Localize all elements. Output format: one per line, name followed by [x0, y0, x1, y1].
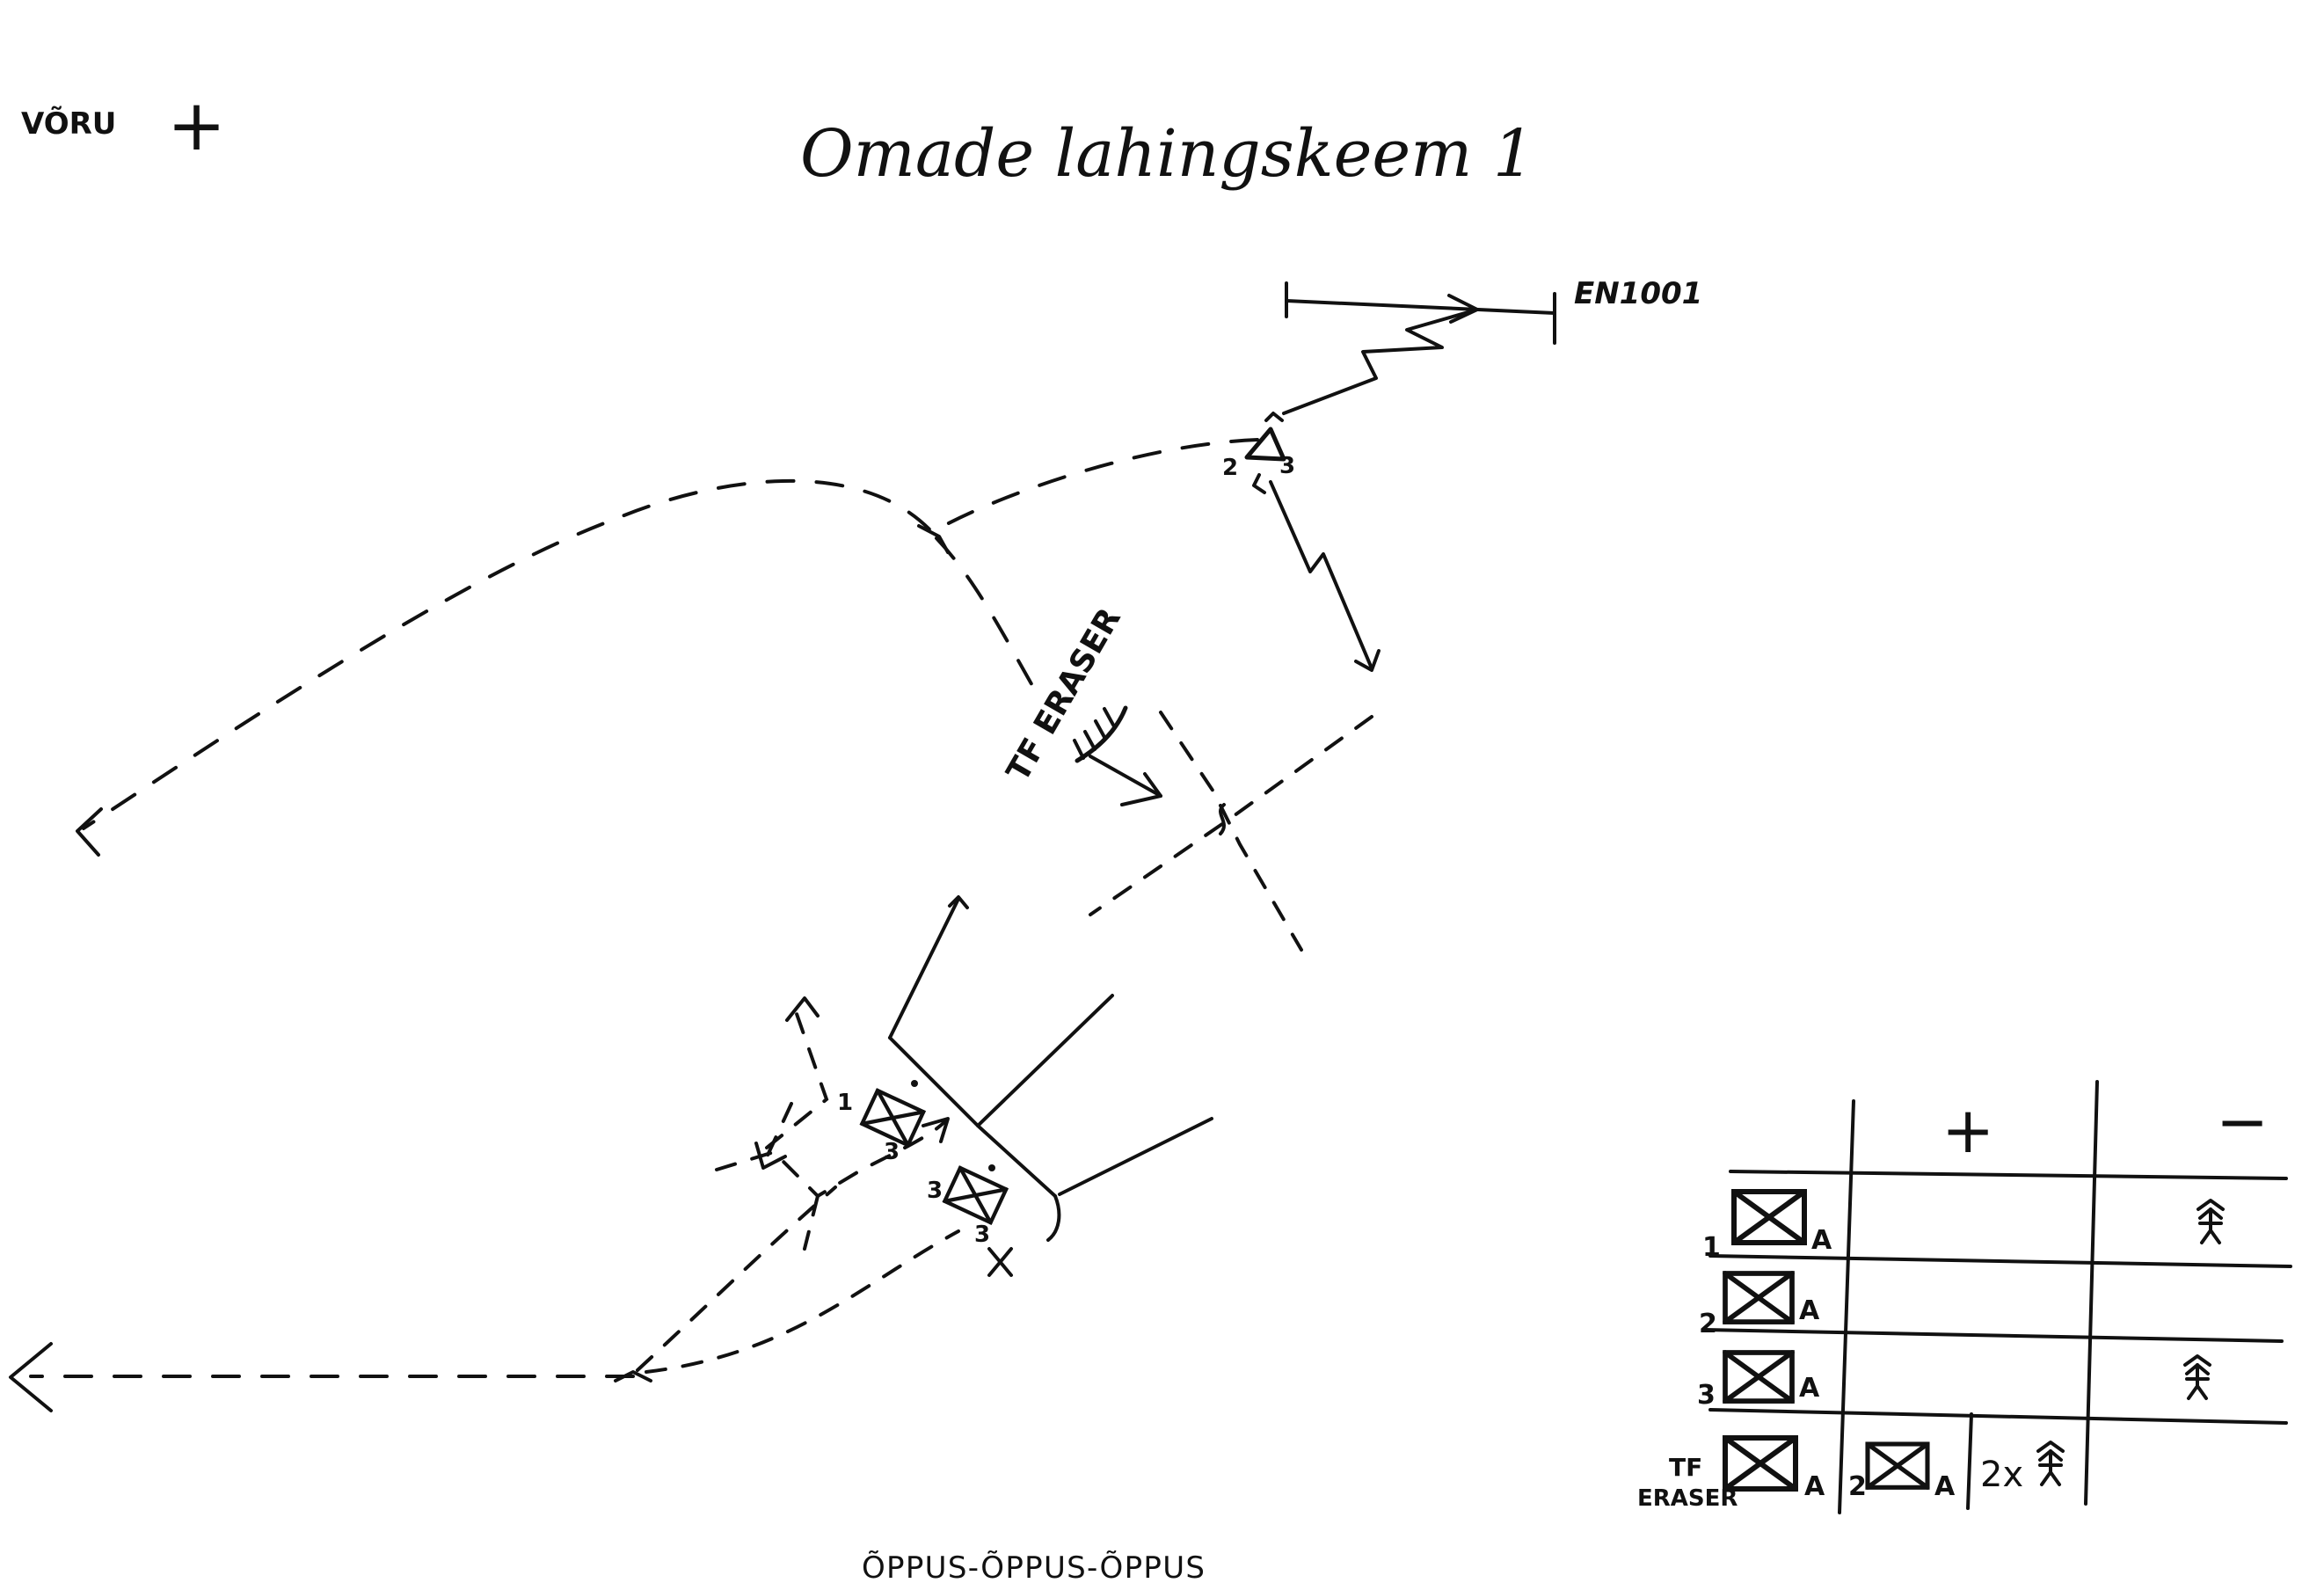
table-row-3-number: 3: [1697, 1380, 1716, 1411]
op-number-left: 2: [1222, 455, 1238, 481]
objective-label: EN1001: [1574, 276, 1702, 311]
dashed-route-lower-a: [636, 1185, 837, 1372]
route-arrowhead-northwest: [76, 807, 103, 857]
dashed-route-northwest: [82, 438, 1259, 830]
arrowhead-north: [785, 996, 820, 1022]
table-row-2-unit-symbol: [1725, 1273, 1792, 1322]
route-arrowhead-west: [9, 1342, 53, 1412]
table-tf-minus-infantry-icon: [2036, 1441, 2065, 1486]
table-tf-plus-suffix: A: [1934, 1471, 1956, 1502]
table-tf-suffix: A: [1804, 1471, 1825, 1502]
location-mark: +: [167, 84, 226, 166]
table-tf-label-line1: TF: [1669, 1453, 1702, 1482]
table-header-minus: −: [2216, 1084, 2269, 1158]
table-row-3-minus-infantry-icon: [2183, 1354, 2211, 1400]
unit-marker-1-dot: [911, 1080, 918, 1087]
tf-eraser-symbol: [1073, 705, 1162, 806]
unit-marker-2-right: 3: [974, 1222, 990, 1248]
dashed-arrow-east: [715, 1120, 947, 1199]
table-tf-plus-unit-symbol: [1868, 1444, 1927, 1487]
table-header-plus: +: [1942, 1093, 1994, 1167]
table-row-2-suffix: A: [1799, 1295, 1820, 1326]
table-row-2-number: 2: [1699, 1309, 1717, 1339]
unit-marker-1-left: 1: [837, 1090, 853, 1116]
table-row-1-unit-symbol: [1734, 1192, 1804, 1243]
unit-marker-1-right: 3: [884, 1139, 900, 1165]
dashed-arrow-south: [763, 1102, 793, 1163]
table-row-3-unit-symbol: [1725, 1353, 1792, 1401]
dashed-link-down: [803, 1194, 820, 1251]
unit-marker-2-dot: [988, 1164, 995, 1171]
zigzag-comms-line: [1282, 308, 1479, 415]
table-row-1-number: 1: [1702, 1232, 1721, 1263]
table-tf-unit-symbol: [1725, 1438, 1796, 1489]
dashed-line-crossing-b: [1089, 715, 1373, 916]
page-title: Omade lahingskeem 1: [800, 116, 1534, 192]
dashed-arrow-north: [765, 1010, 829, 1149]
crossing-s-mark: [1219, 803, 1226, 835]
footer-text: ÕPPUS-ÕPPUS-ÕPPUS: [862, 1550, 1205, 1583]
table-tf-plus-number: 2: [1848, 1471, 1867, 1502]
table-tf-label-line2: ERASER: [1637, 1485, 1738, 1512]
status-table: [1702, 1080, 2292, 1514]
unit-marker-2: [944, 1168, 1006, 1222]
dashed-line-crossing-a: [1159, 711, 1303, 952]
location-label: VÕRU: [21, 106, 116, 142]
objective-line: [1285, 281, 1556, 345]
unit-marker-2-x: [987, 1247, 1013, 1277]
table-row-1-suffix: A: [1811, 1225, 1832, 1256]
tf-eraser-label: TF ERASER: [1000, 602, 1128, 788]
dashed-route-branch: [935, 536, 1039, 697]
arrowhead-east: [922, 1117, 950, 1143]
route-junction-mark: [614, 1370, 652, 1382]
unit-marker-2-left: 3: [927, 1178, 943, 1204]
observation-post-icon: [1244, 412, 1286, 494]
table-tf-minus-count: 2x: [1980, 1455, 2023, 1495]
op-number-right: 3: [1279, 453, 1295, 479]
table-row-1-minus-infantry-icon: [2197, 1199, 2225, 1244]
arrowhead-south: [754, 1142, 787, 1170]
table-row-3-suffix: A: [1799, 1373, 1820, 1404]
zigzag-descent-line: [1269, 480, 1373, 670]
dashed-route-lower-b: [645, 1229, 960, 1374]
unit-marker-1: [862, 1091, 923, 1145]
defensive-position: [888, 895, 1213, 1242]
descent-arrowhead: [1354, 649, 1381, 672]
tf-eraser-arrow: [1120, 772, 1162, 806]
